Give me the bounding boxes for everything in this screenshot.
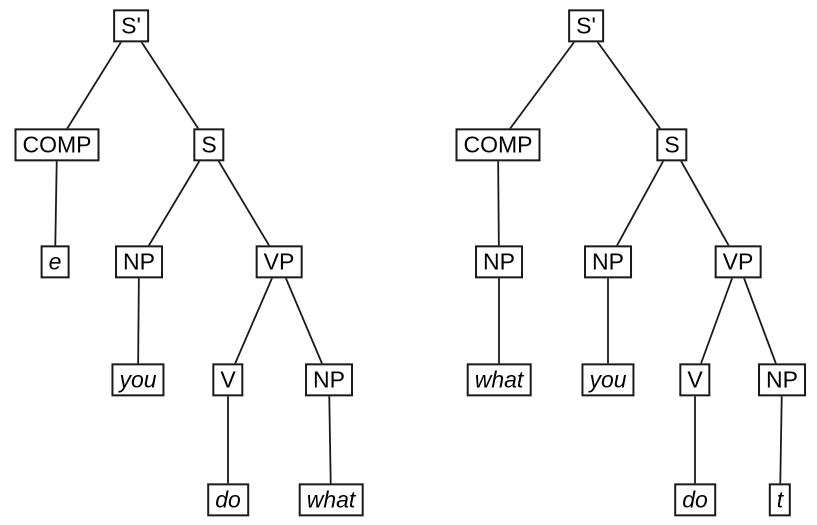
node-do: do <box>674 483 716 517</box>
node-vp: VP <box>714 245 762 279</box>
edge-vp-v <box>227 261 280 381</box>
edge-s-vp <box>208 144 280 263</box>
edge-s-vp <box>671 144 739 263</box>
edge-np-what <box>328 379 332 501</box>
edge-vp-np <box>278 261 330 381</box>
node-np-subject: NP <box>115 245 163 279</box>
node-comp: COMP <box>14 128 100 162</box>
edge-sprime-comp <box>497 25 587 146</box>
node-v: V <box>212 363 244 397</box>
edge-s-np <box>607 144 673 263</box>
right-tree-edges <box>497 25 783 501</box>
edge-comp-np <box>497 144 500 263</box>
node-s-prime: S' <box>113 9 149 43</box>
edge-s-np <box>138 144 210 263</box>
node-s: S <box>656 128 688 162</box>
node-you: you <box>581 363 635 397</box>
edge-vp-np <box>737 261 783 381</box>
node-s-prime: S' <box>568 9 604 43</box>
node-you: you <box>111 363 165 397</box>
edge-sprime-s <box>130 25 210 146</box>
edge-sprime-s <box>585 25 673 146</box>
node-what: what <box>298 483 364 517</box>
edge-vp-v <box>694 261 739 381</box>
edge-comp-e <box>54 144 58 263</box>
node-do: do <box>207 483 249 517</box>
node-np-comp: NP <box>475 245 523 279</box>
left-tree-edges <box>54 25 332 501</box>
edge-np-t <box>779 379 783 501</box>
node-s: S <box>193 128 225 162</box>
node-np-subject: NP <box>584 245 632 279</box>
edge-sprime-comp <box>56 25 132 146</box>
node-v: V <box>679 363 711 397</box>
edge-np-you <box>137 261 140 381</box>
node-comp: COMP <box>455 128 541 162</box>
node-t: t <box>768 483 792 517</box>
node-np-object: NP <box>758 363 806 397</box>
node-what: what <box>466 363 532 397</box>
node-e: e <box>40 245 70 279</box>
node-np-object: NP <box>305 363 353 397</box>
node-vp: VP <box>255 245 303 279</box>
